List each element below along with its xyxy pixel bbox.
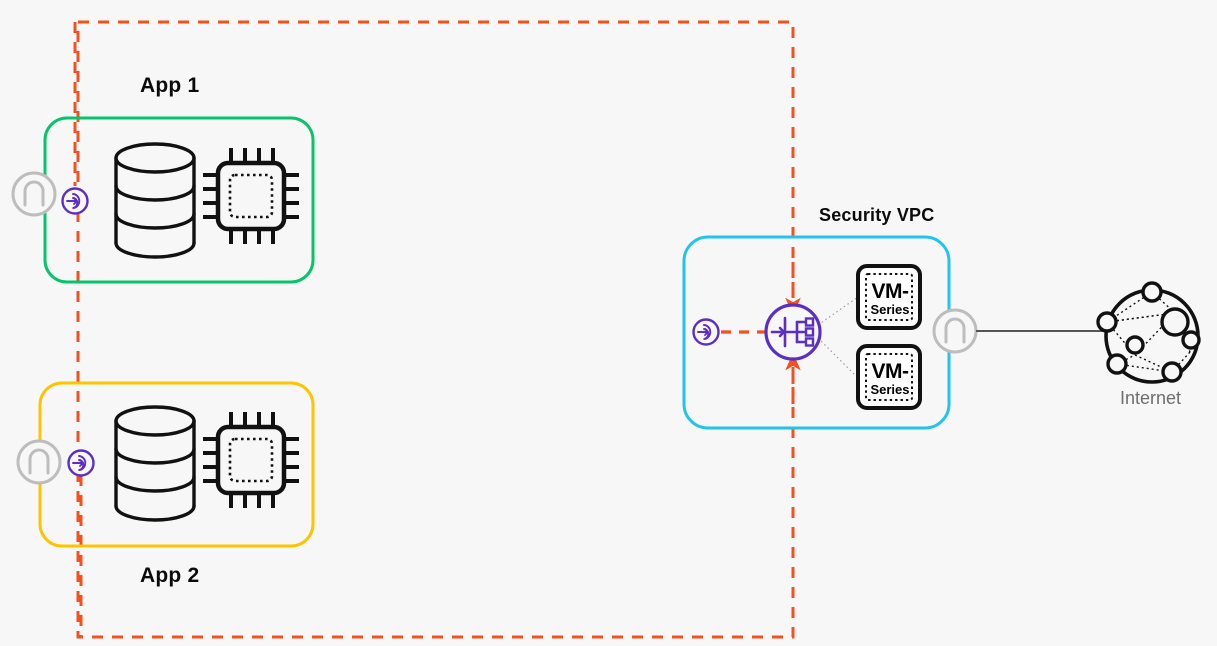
gateway-icon[interactable] [11, 171, 57, 217]
security-insertion-icon[interactable] [67, 449, 95, 477]
gateway-icon[interactable] [16, 439, 62, 485]
vm-connectors [817, 296, 859, 379]
firewall-vm-series-2[interactable] [856, 344, 922, 410]
gateway-icon[interactable] [932, 308, 978, 354]
zone-app1[interactable] [11, 116, 315, 284]
zone-security-vpc[interactable] [682, 235, 978, 430]
security-insertion-icon[interactable] [61, 187, 89, 215]
traffic-path-envelope [76, 20, 795, 639]
internet-label: Internet [1120, 388, 1182, 408]
zone-label-security-vpc: Security VPC [819, 205, 935, 225]
zone-label-app1: App 1 [140, 74, 200, 97]
firewall-vm-series-1[interactable] [856, 264, 922, 330]
compute-icon [203, 148, 299, 244]
compute-icon [203, 412, 299, 508]
zone-app2[interactable] [16, 381, 315, 548]
zone-label-app2: App 2 [140, 564, 200, 587]
database-icon [114, 142, 196, 259]
internet-globe-icon[interactable] [1096, 281, 1201, 384]
database-icon [114, 405, 196, 522]
security-insertion-icon[interactable] [692, 318, 720, 346]
load-balancer-icon[interactable] [764, 303, 822, 361]
